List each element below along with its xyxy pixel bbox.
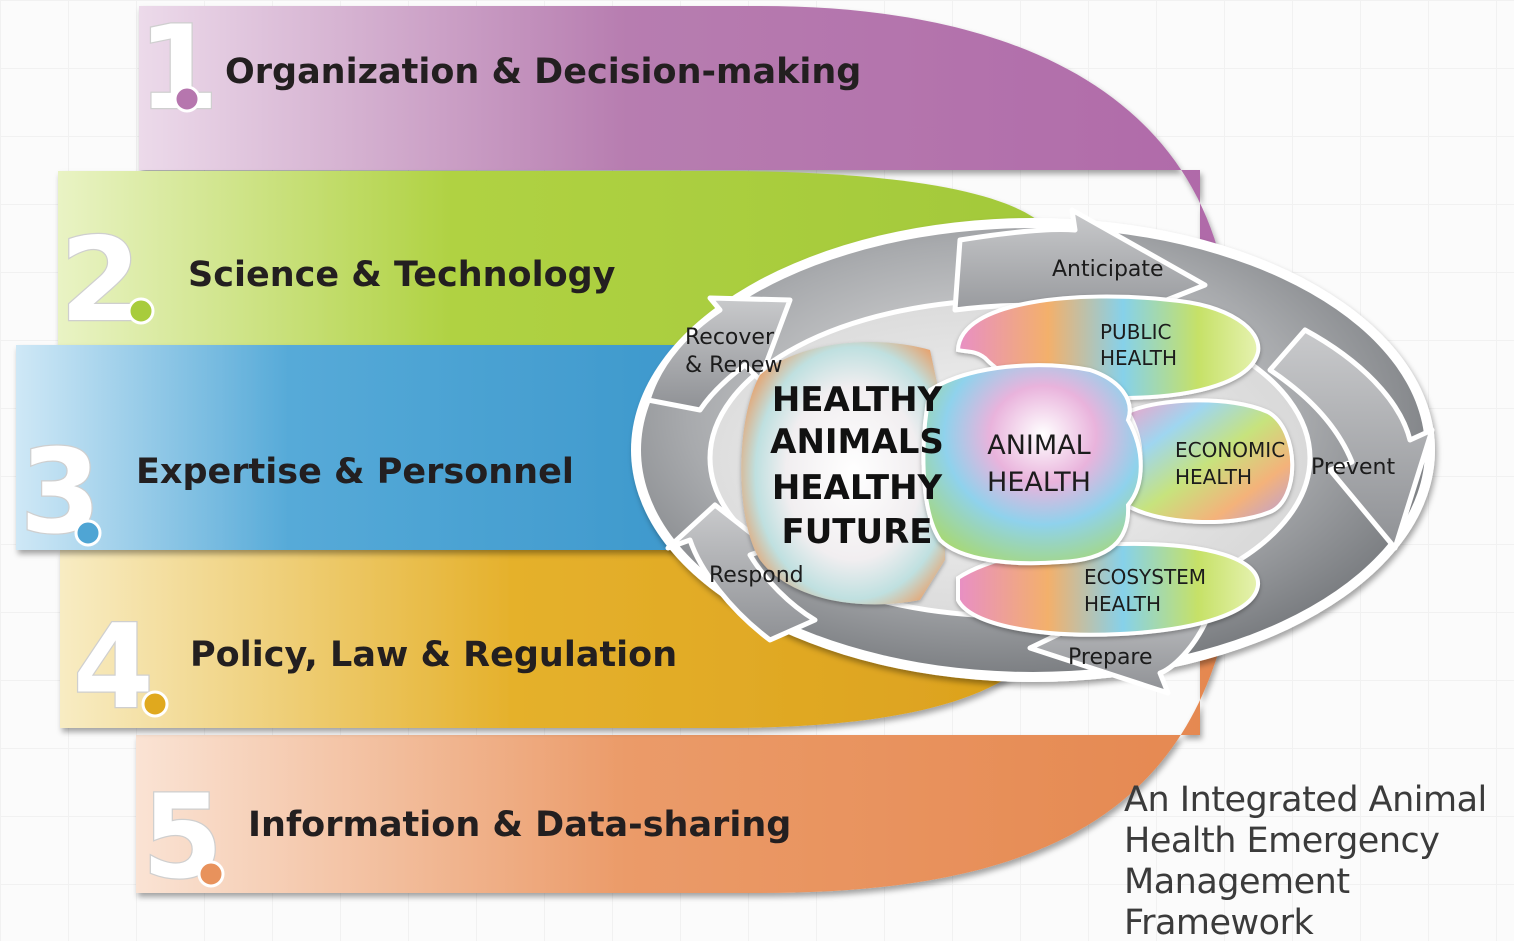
band-dot-3 — [74, 519, 102, 547]
band-label-3: Expertise & Personnel — [136, 452, 574, 492]
band-1-shape — [139, 6, 1222, 265]
ecosystem-health-line-2: HEALTH — [1084, 592, 1161, 616]
healthy-blob — [741, 342, 945, 605]
center-line-2: ANIMALS — [770, 422, 944, 462]
caption-line-4: Framework — [1124, 903, 1314, 941]
cycle-label-renew: & Renew — [685, 353, 782, 378]
animal-health-line-2: HEALTH — [987, 467, 1091, 498]
public-health-line-1: PUBLIC — [1100, 320, 1171, 344]
recover-arrow — [645, 295, 793, 413]
economic-health-line-2: HEALTH — [1175, 465, 1252, 489]
public-health-line-2: HEALTH — [1100, 346, 1177, 370]
band-label-1: Organization & Decision-making — [225, 52, 861, 92]
ecosystem-health-line-1: ECOSYSTEM — [1084, 565, 1206, 589]
band-number-2: 2 — [60, 213, 141, 348]
economic-health-line-1: ECONOMIC — [1175, 438, 1285, 462]
band-number-1: 1 — [138, 1, 219, 136]
band-dot-1 — [173, 85, 201, 113]
band-number-3: 3 — [20, 425, 101, 560]
band-3-shape — [16, 345, 700, 550]
animal-health-line-1: ANIMAL — [987, 430, 1090, 461]
cycle-label-recover: Recover — [685, 325, 775, 350]
prevent-arrow — [1267, 327, 1435, 551]
cycle-label-prepare: Prepare — [1068, 645, 1153, 670]
band-dot-5 — [197, 860, 225, 888]
band-number-4: 4 — [73, 600, 154, 735]
band-5-shape — [136, 640, 1222, 893]
center-line-3: HEALTHY — [772, 468, 943, 508]
cycle-label-respond: Respond — [709, 563, 804, 588]
animal-health-shape — [921, 363, 1143, 566]
respond-arrow — [665, 502, 818, 643]
caption-line-1: An Integrated Animal — [1124, 780, 1487, 820]
caption-line-2: Health Emergency — [1124, 821, 1440, 861]
center-line-1: HEALTHY — [772, 380, 943, 420]
cycle-label-prevent: Prevent — [1311, 455, 1395, 480]
center-line-4: FUTURE — [781, 512, 932, 552]
cycle-label-anticipate: Anticipate — [1052, 257, 1164, 282]
band-label-5: Information & Data-sharing — [248, 805, 791, 845]
band-dot-2 — [127, 297, 155, 325]
caption-line-3: Management — [1124, 862, 1350, 902]
band-dot-4 — [141, 690, 169, 718]
band-label-2: Science & Technology — [188, 255, 616, 295]
framework-caption: An Integrated Animal Health Emergency Ma… — [1124, 780, 1504, 941]
band-label-4: Policy, Law & Regulation — [190, 635, 677, 675]
